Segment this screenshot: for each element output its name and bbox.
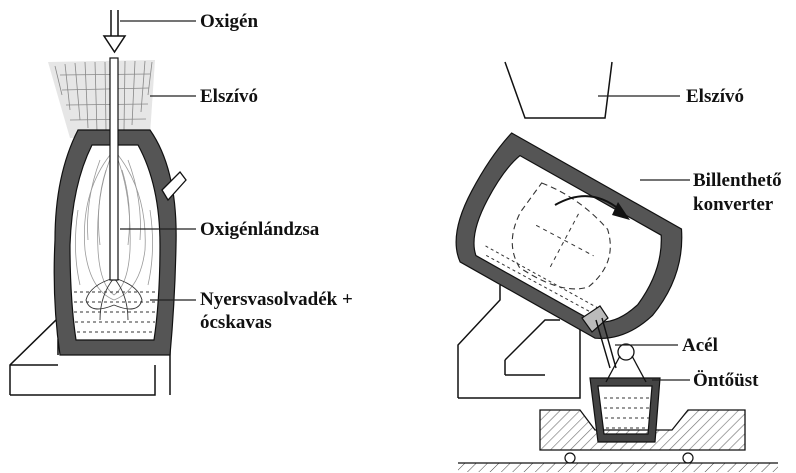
ladle-hanger (606, 344, 646, 382)
ladle (590, 344, 660, 442)
label-ladle: Öntőüst (693, 370, 759, 391)
label-melt-line1: Nyersvasolvadék + (200, 289, 353, 310)
oxygen-arrow-icon (104, 10, 125, 52)
label-melt-line2: ócskavas (200, 312, 272, 333)
label-oxygen-lance: Oxigénlándzsa (200, 219, 320, 240)
label-converter-line2: konverter (693, 194, 774, 215)
label-oxygen: Oxigén (200, 11, 258, 32)
label-steel: Acél (682, 335, 718, 356)
left-converter-group: Oxigén Elszívó Oxigénlándzsa Nyersvasolv… (10, 10, 353, 395)
right-exhaust-hood (505, 62, 612, 118)
right-converter-group: Elszívó Billenthető konverter Acél Öntőü… (438, 62, 782, 472)
right-support-frame (458, 285, 580, 398)
left-exhaust-hood (48, 60, 155, 138)
label-exhaust-right: Elszívó (686, 86, 744, 107)
oxygen-lance (110, 58, 118, 280)
label-converter-line1: Billenthető (693, 170, 782, 191)
label-exhaust-left: Elszívó (200, 86, 258, 107)
